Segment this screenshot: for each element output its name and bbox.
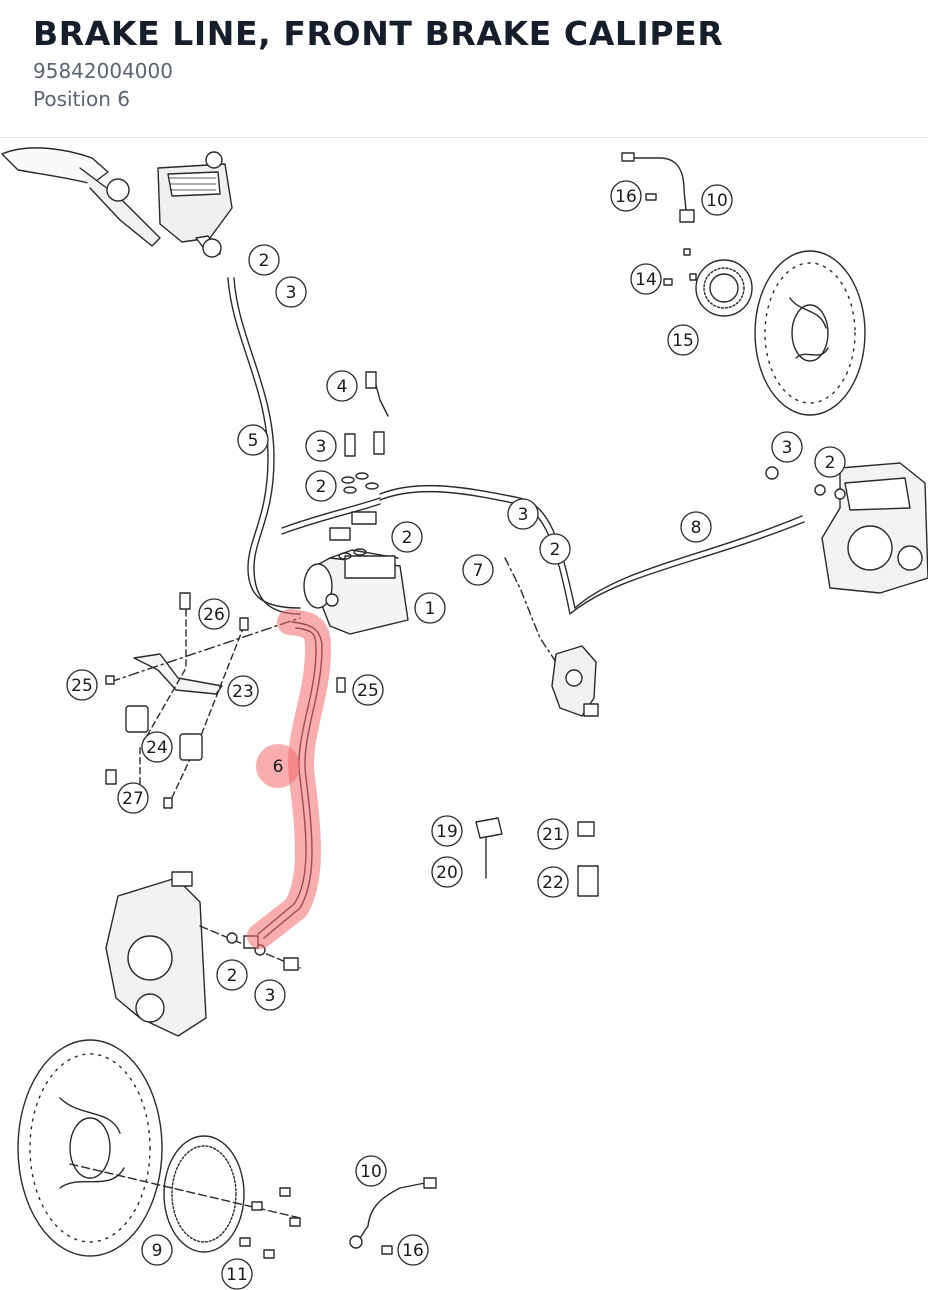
rear-tone-ring (695, 259, 753, 317)
svg-text:24: 24 (146, 738, 168, 758)
callout[interactable]: 10 (701, 184, 733, 216)
exploded-parts-diagram: 2 3 16 10 14 15 4 5 3 2 3 2 3 8 2 2 7 1 … (1, 147, 928, 1290)
callout[interactable]: 3 (305, 430, 337, 462)
svg-text:3: 3 (265, 986, 276, 1006)
brake-line-5 (227, 277, 301, 615)
svg-text:26: 26 (203, 605, 225, 625)
header: BRAKE LINE, FRONT BRAKE CALIPER 95842004… (0, 0, 928, 138)
front-wheel-speed-sensor (239, 1177, 437, 1259)
svg-text:2: 2 (550, 540, 561, 560)
callout[interactable]: 2 (248, 244, 280, 276)
svg-text:2: 2 (316, 477, 327, 497)
callout[interactable]: 2 (814, 446, 846, 478)
front-brake-caliper (105, 871, 301, 1037)
rear-brake-disc (754, 250, 866, 416)
svg-text:22: 22 (542, 873, 564, 893)
svg-text:16: 16 (402, 1241, 424, 1261)
callouts: 2 3 16 10 14 15 4 5 3 2 3 2 3 8 2 2 7 1 … (66, 180, 846, 1290)
svg-text:11: 11 (226, 1265, 248, 1285)
callout[interactable]: 26 (198, 598, 230, 630)
fitting-washers-center (329, 371, 389, 560)
callout[interactable]: 23 (227, 675, 259, 707)
svg-text:3: 3 (782, 438, 793, 458)
callout[interactable]: 3 (507, 498, 539, 530)
svg-text:3: 3 (518, 505, 529, 525)
rear-wheel-speed-sensor (621, 152, 697, 286)
callout[interactable]: 16 (610, 180, 642, 212)
svg-text:10: 10 (706, 191, 728, 211)
svg-text:19: 19 (436, 822, 458, 842)
callout[interactable]: 25 (352, 674, 384, 706)
callout[interactable]: 3 (275, 276, 307, 308)
svg-text:2: 2 (825, 453, 836, 473)
callout[interactable]: 2 (539, 533, 571, 565)
callout[interactable]: 25 (66, 669, 98, 701)
svg-text:10: 10 (360, 1162, 382, 1182)
svg-text:7: 7 (473, 561, 484, 581)
brake-line-7 (281, 497, 561, 669)
callout[interactable]: 11 (221, 1258, 253, 1290)
svg-text:3: 3 (286, 283, 297, 303)
svg-text:2: 2 (402, 528, 413, 548)
part-number: 95842004000 (33, 59, 173, 83)
svg-text:20: 20 (436, 863, 458, 883)
callout[interactable]: 15 (667, 324, 699, 356)
callout[interactable]: 22 (537, 866, 569, 898)
front-brake-disc (17, 1039, 163, 1257)
svg-text:23: 23 (232, 682, 254, 702)
abs-hydraulic-unit (303, 549, 409, 635)
callout[interactable]: 8 (680, 511, 712, 543)
svg-text:2: 2 (227, 966, 238, 986)
svg-text:21: 21 (542, 825, 564, 845)
svg-text:15: 15 (672, 331, 694, 351)
page-title: BRAKE LINE, FRONT BRAKE CALIPER (33, 14, 724, 53)
callout[interactable]: 19 (431, 815, 463, 847)
abs-mounting-bracket (105, 592, 346, 809)
callout[interactable]: 14 (630, 263, 662, 295)
svg-text:6: 6 (273, 757, 284, 777)
brake-lever-master-cylinder (1, 147, 233, 258)
header-divider (0, 137, 928, 138)
callout[interactable]: 27 (117, 782, 149, 814)
callout[interactable]: 2 (216, 959, 248, 991)
callout[interactable]: 2 (305, 470, 337, 502)
svg-text:5: 5 (248, 431, 259, 451)
svg-text:4: 4 (337, 377, 348, 397)
callout-highlighted[interactable]: 6 (273, 757, 284, 777)
callout[interactable]: 1 (414, 592, 446, 624)
svg-text:8: 8 (691, 518, 702, 538)
callout[interactable]: 24 (141, 731, 173, 763)
callout[interactable]: 2 (391, 521, 423, 553)
brake-line-8 (379, 484, 805, 615)
callout[interactable]: 20 (431, 856, 463, 888)
svg-text:9: 9 (152, 1241, 163, 1261)
position-label: Position 6 (33, 87, 130, 111)
small-parts-19-22 (475, 817, 599, 897)
svg-text:25: 25 (71, 676, 93, 696)
svg-text:2: 2 (259, 251, 270, 271)
callout[interactable]: 5 (237, 424, 269, 456)
rear-master-cylinder (551, 645, 599, 717)
callout[interactable]: 3 (771, 431, 803, 463)
callout[interactable]: 16 (397, 1234, 429, 1266)
svg-text:3: 3 (316, 437, 327, 457)
callout[interactable]: 4 (326, 370, 358, 402)
svg-text:25: 25 (357, 681, 379, 701)
callout[interactable]: 10 (355, 1155, 387, 1187)
callout[interactable]: 9 (141, 1234, 173, 1266)
svg-text:14: 14 (635, 270, 657, 290)
rear-brake-caliper (765, 462, 928, 594)
svg-text:1: 1 (425, 599, 436, 619)
svg-text:16: 16 (615, 187, 637, 207)
callout[interactable]: 3 (254, 979, 286, 1011)
callout[interactable]: 7 (462, 554, 494, 586)
callout[interactable]: 21 (537, 818, 569, 850)
svg-text:27: 27 (122, 789, 144, 809)
position-6-highlight (247, 609, 331, 949)
